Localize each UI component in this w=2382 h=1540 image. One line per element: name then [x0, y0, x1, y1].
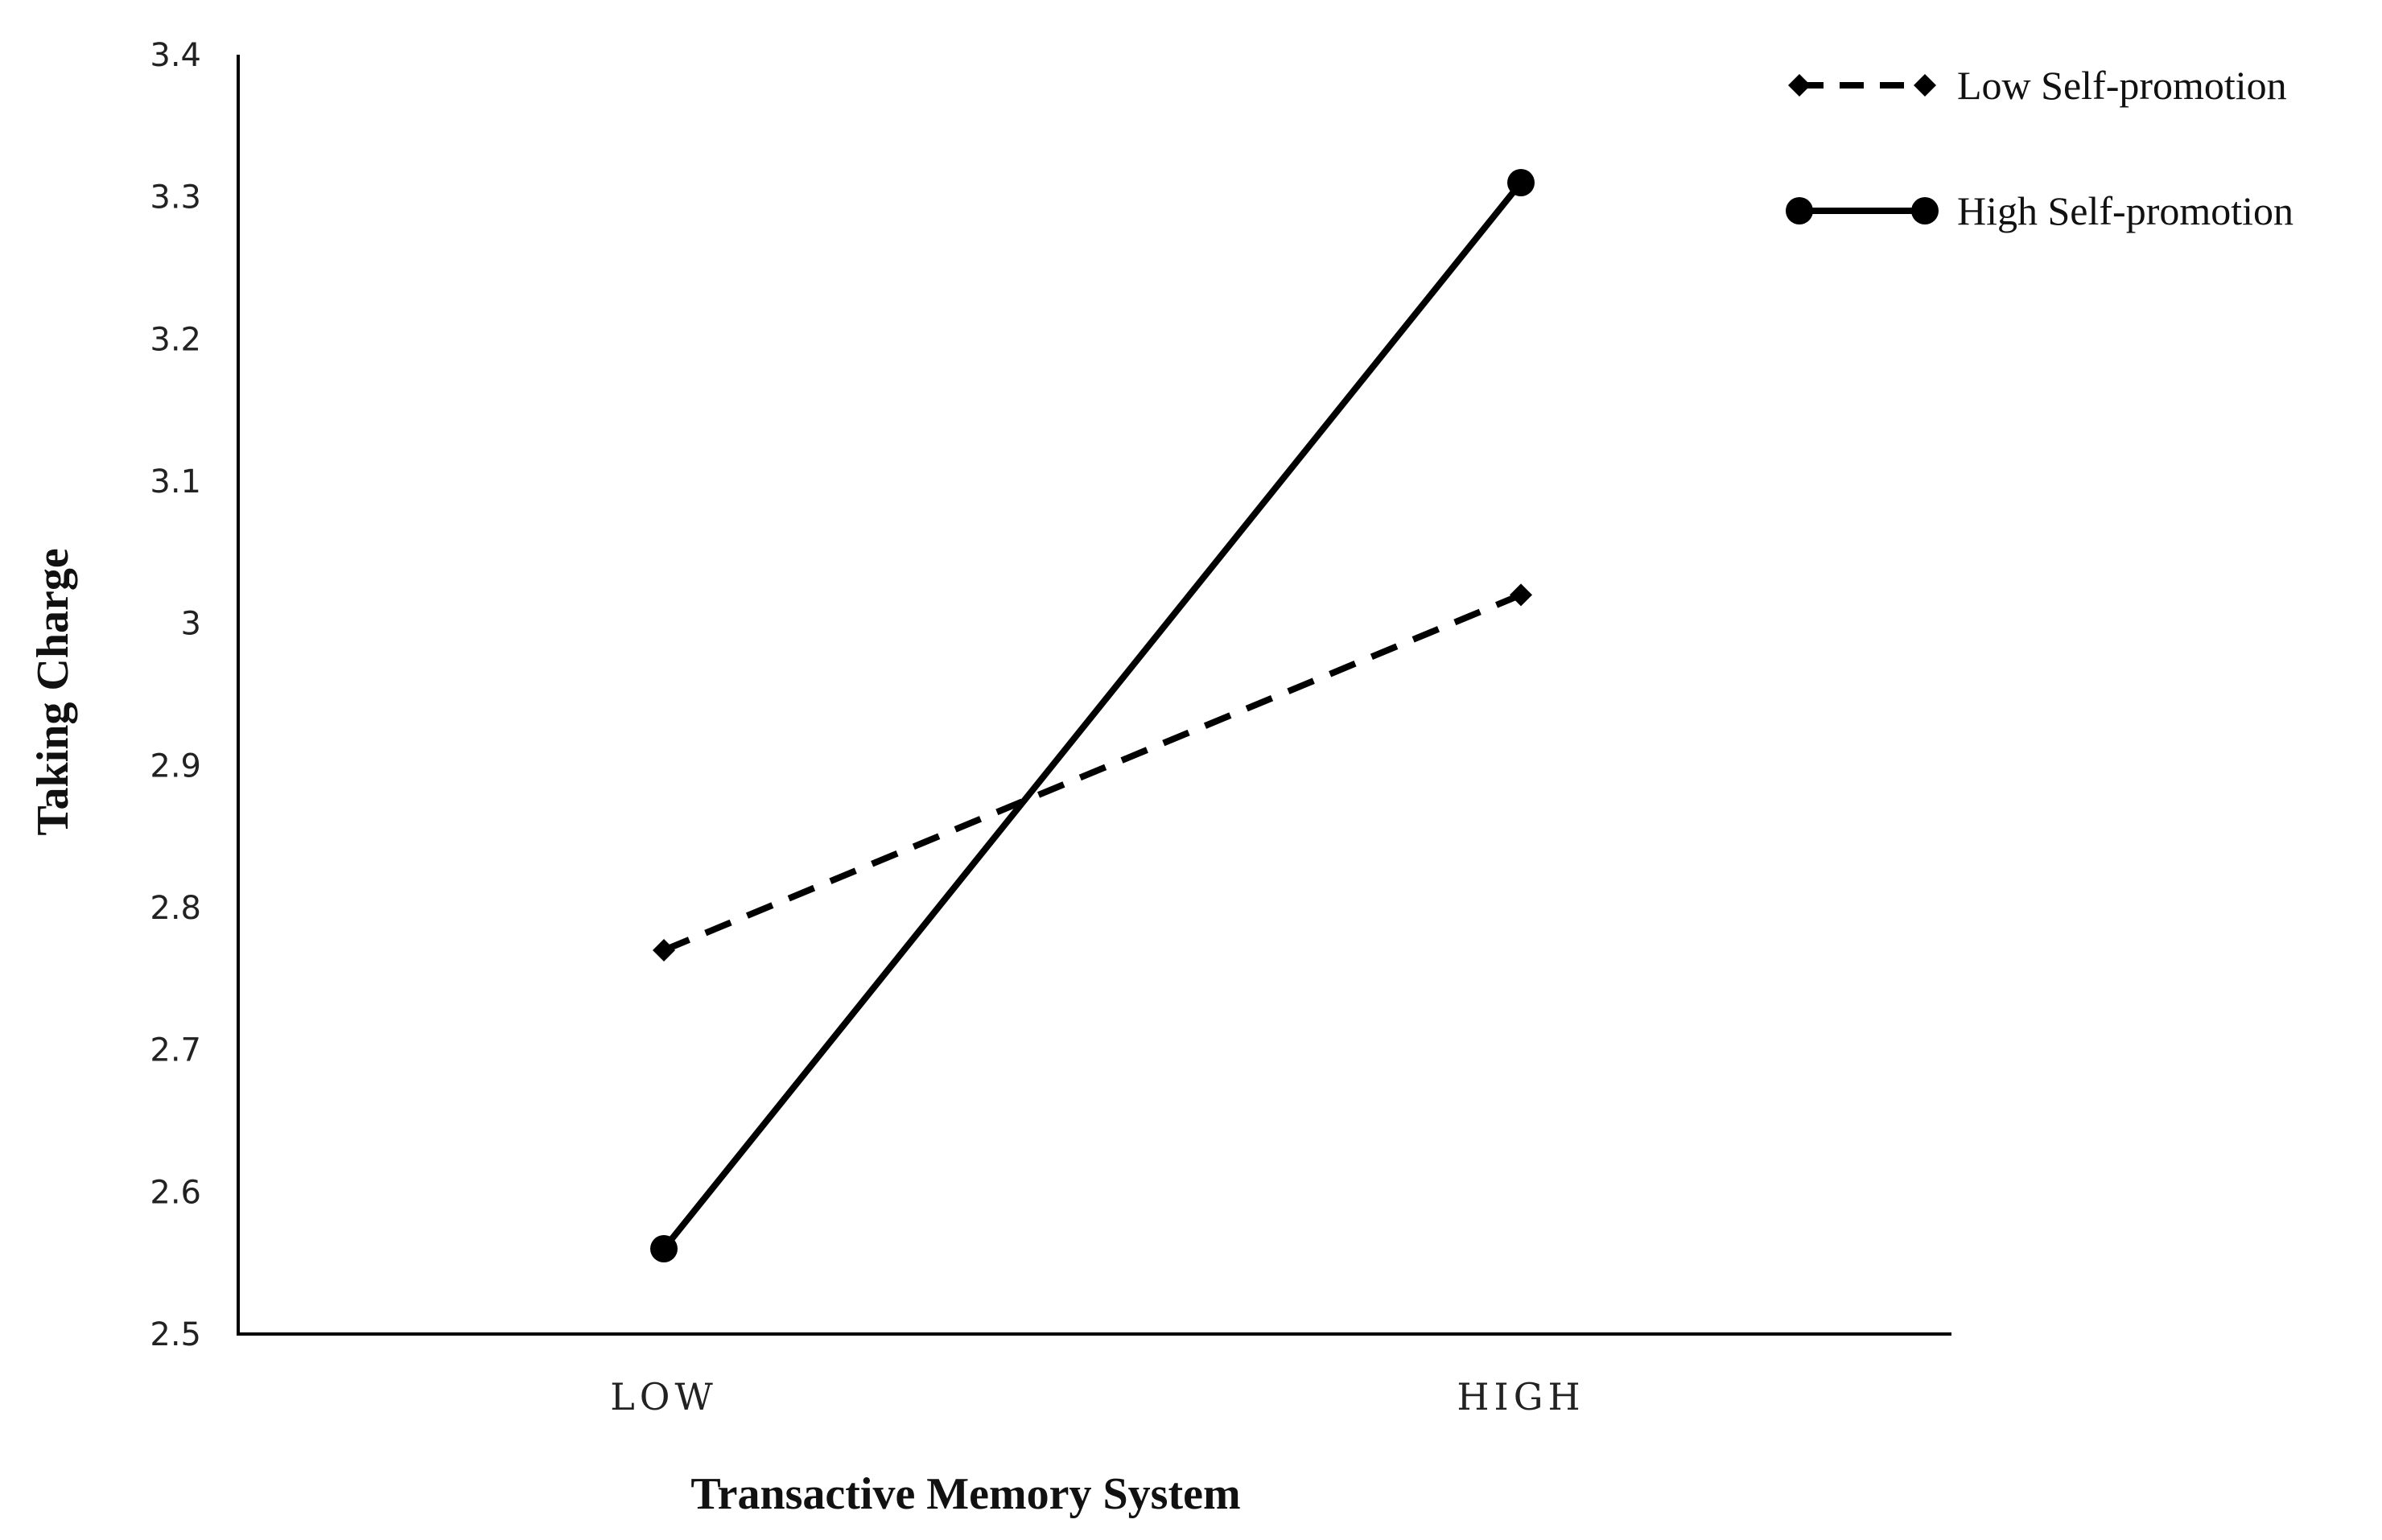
legend-item-dashed: Low Self-promotion: [1788, 63, 2287, 108]
y-tick-label: 2.9: [150, 747, 201, 784]
legend-label: Low Self-promotion: [1957, 63, 2287, 108]
series-solid: [650, 169, 1535, 1262]
y-tick-labels: 2.5 2.6 2.7 2.8 2.9 3 3.1 3.2 3.3 3.4: [150, 37, 201, 1353]
series-layer: [650, 169, 1535, 1262]
series-dashed: [653, 583, 1532, 961]
data-point-diamond: [653, 939, 675, 961]
x-category-labels: LOW HIGH: [610, 1375, 1585, 1419]
y-tick-label: 2.7: [150, 1032, 201, 1069]
y-tick-label: 3: [181, 606, 201, 643]
x-category-label: LOW: [610, 1375, 718, 1419]
y-tick-label: 3.2: [150, 321, 201, 358]
y-tick-label: 2.5: [150, 1316, 201, 1353]
data-point-circle: [1507, 169, 1535, 196]
legend-item-solid: High Self-promotion: [1786, 188, 2293, 233]
series-line-dashed: [662, 591, 1523, 953]
y-tick-label: 2.6: [150, 1174, 201, 1211]
x-category-label: HIGH: [1457, 1375, 1585, 1419]
y-axis-title: Taking Charge: [28, 548, 78, 835]
legend-marker-diamond: [1788, 74, 1811, 97]
data-point-diamond: [1510, 583, 1532, 607]
x-axis-title: Transactive Memory System: [690, 1469, 1240, 1519]
series-line-solid: [661, 180, 1524, 1251]
legend-label: High Self-promotion: [1957, 188, 2293, 233]
legend-marker-diamond: [1914, 74, 1936, 97]
y-tick-label: 3.4: [150, 37, 201, 74]
y-tick-label: 3.3: [150, 179, 201, 216]
legend-marker-circle: [1911, 197, 1939, 224]
y-tick-label: 3.1: [150, 463, 201, 500]
y-tick-label: 2.8: [150, 890, 201, 927]
legend-marker-circle: [1786, 197, 1813, 224]
data-point-circle: [650, 1235, 678, 1262]
